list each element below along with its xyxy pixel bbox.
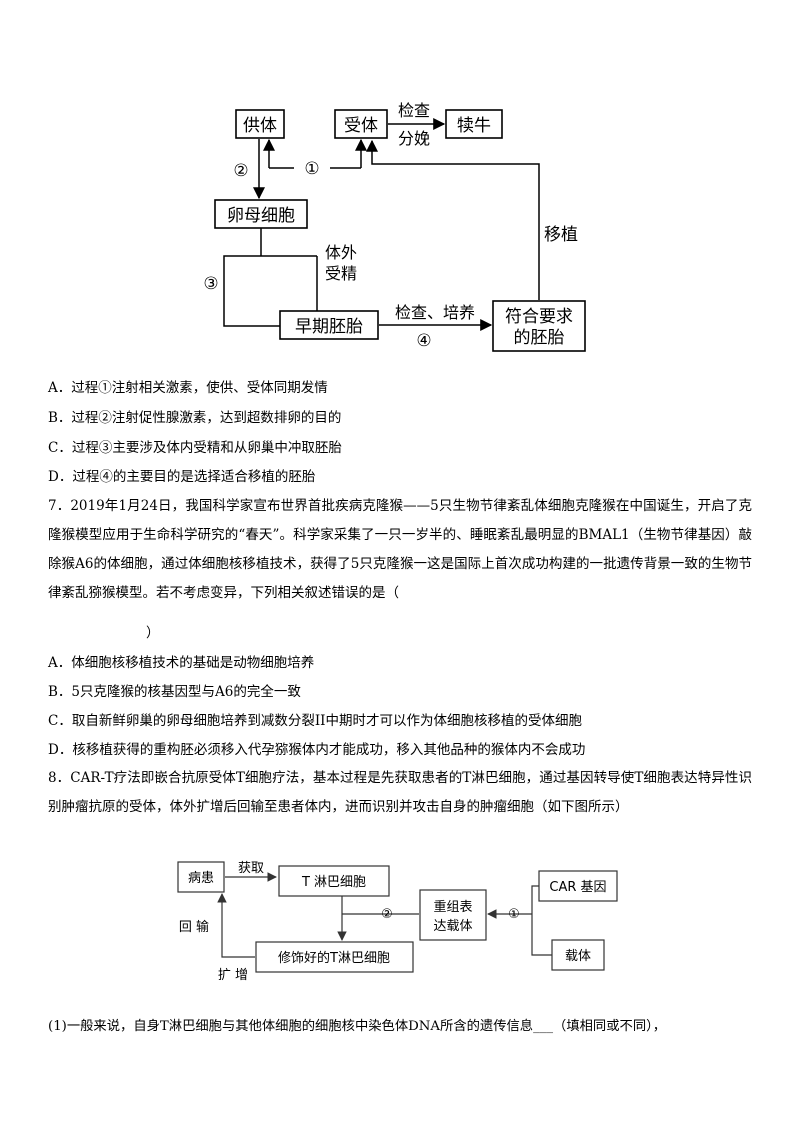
q7-option-d: D．核移植获得的重构胚必须移入代孕猕猴体内才能成功，移入其他品种的猴体内不会成功 <box>48 742 586 758</box>
process-1-marker: ① <box>304 159 319 179</box>
q6-option-d: D．过程④的主要目的是选择适合移植的胚胎 <box>48 469 316 485</box>
transplant-label: 移植 <box>544 225 578 245</box>
modified-tcell-box <box>255 941 414 973</box>
oocyte-box <box>214 199 308 229</box>
early-embryo-box <box>279 310 379 340</box>
calving-label: 分娩 <box>398 129 430 148</box>
check-label: 检查 <box>398 101 430 120</box>
process-3-marker: ③ <box>203 274 218 294</box>
step-1-marker: ① <box>508 907 520 922</box>
car-t-diagram: 病患 获取 T 淋巴细胞 重组表 达载体 CAR 基因 载体 修饰好的T淋巴细胞… <box>177 861 618 983</box>
q6-option-a: A．过程①注射相关激素，使供、受体同期发情 <box>48 380 328 396</box>
tcell-box <box>278 865 390 897</box>
qualified-embryo-label-2: 的胚胎 <box>514 328 565 348</box>
ivf-label-2: 受精 <box>325 264 357 283</box>
q7-stem-end: ） <box>146 625 160 641</box>
q6-option-c: C．过程③主要涉及体内受精和从卵巢中冲取胚胎 <box>48 440 342 456</box>
recombinant-vector-label-1: 重组表 <box>433 899 472 915</box>
ivf-bracket <box>223 255 317 327</box>
gene-vector-bracket <box>531 885 552 956</box>
qualified-embryo-box <box>492 300 586 352</box>
q7-option-c: C．取自新鲜卵巢的卵母细胞培养到减数分裂II中期时才可以作为体细胞核移植的受体细… <box>48 713 582 729</box>
step-2-marker: ② <box>381 907 393 922</box>
donor-label: 供体 <box>243 116 277 136</box>
q7-stem-text: 7．2019年1月24日，我国科学家宣布世界首批疾病克隆猴——5只生物节律紊乱体… <box>48 498 752 601</box>
recipient-box <box>334 109 388 139</box>
qualified-embryo-label-1: 符合要求 <box>505 307 573 327</box>
q8-sub-question-1: (1)一般来说，自身T淋巴细胞与其他体细胞的细胞核中染色体DNA所含的遗传信息_… <box>48 1019 667 1034</box>
check-culture-label: 检查、培养 <box>395 303 475 322</box>
q7-option-a: A．体细胞核移植技术的基础是动物细胞培养 <box>48 655 315 671</box>
ivf-label-1: 体外 <box>325 243 357 262</box>
patient-label: 病患 <box>188 871 214 886</box>
reinfuse-arrow <box>217 893 255 958</box>
embryo-transfer-diagram: 供体 受体 犊牛 卵母细胞 早期胚胎 符合要求 的胚胎 检查 分娩 ① ② ③ … <box>203 101 586 352</box>
obtain-label: 获取 <box>238 861 264 876</box>
q7-stem: 7．2019年1月24日，我国科学家宣布世界首批疾病克隆猴——5只生物节律紊乱体… <box>48 492 752 608</box>
reinfuse-label: 回 输 <box>179 919 209 935</box>
patient-box <box>177 861 225 893</box>
calf-box <box>445 109 503 139</box>
recombinant-vector-box <box>419 889 487 941</box>
recombinant-vector-label-2: 达载体 <box>433 919 472 934</box>
modified-tcell-label: 修饰好的T淋巴细胞 <box>278 950 390 966</box>
vector-label: 载体 <box>565 949 591 964</box>
recipient-label: 受体 <box>344 116 378 136</box>
calf-label: 犊牛 <box>457 116 491 136</box>
tcell-label: T 淋巴细胞 <box>301 875 366 890</box>
q8-stem: 8．CAR-T疗法即嵌合抗原受体T细胞疗法，基本过程是先获取患者的T淋巴细胞，通… <box>48 764 752 822</box>
process-2-marker: ② <box>233 161 248 181</box>
amplify-label: 扩 增 <box>218 968 248 983</box>
car-gene-box <box>538 870 618 902</box>
car-gene-label: CAR 基因 <box>549 880 606 895</box>
donor-box <box>235 109 285 139</box>
q6-option-b: B．过程②注射促性腺激素，达到超数排卵的目的 <box>48 410 342 426</box>
transplant-arrow <box>366 139 540 300</box>
q7-option-b: B．5只克隆猴的核基因型与A6的完全一致 <box>48 684 301 700</box>
process-4-marker: ④ <box>416 331 431 351</box>
early-embryo-label: 早期胚胎 <box>295 317 363 337</box>
oocyte-label: 卵母细胞 <box>227 206 295 226</box>
q8-stem-text: 8．CAR-T疗法即嵌合抗原受体T细胞疗法，基本过程是先获取患者的T淋巴细胞，通… <box>48 770 752 815</box>
